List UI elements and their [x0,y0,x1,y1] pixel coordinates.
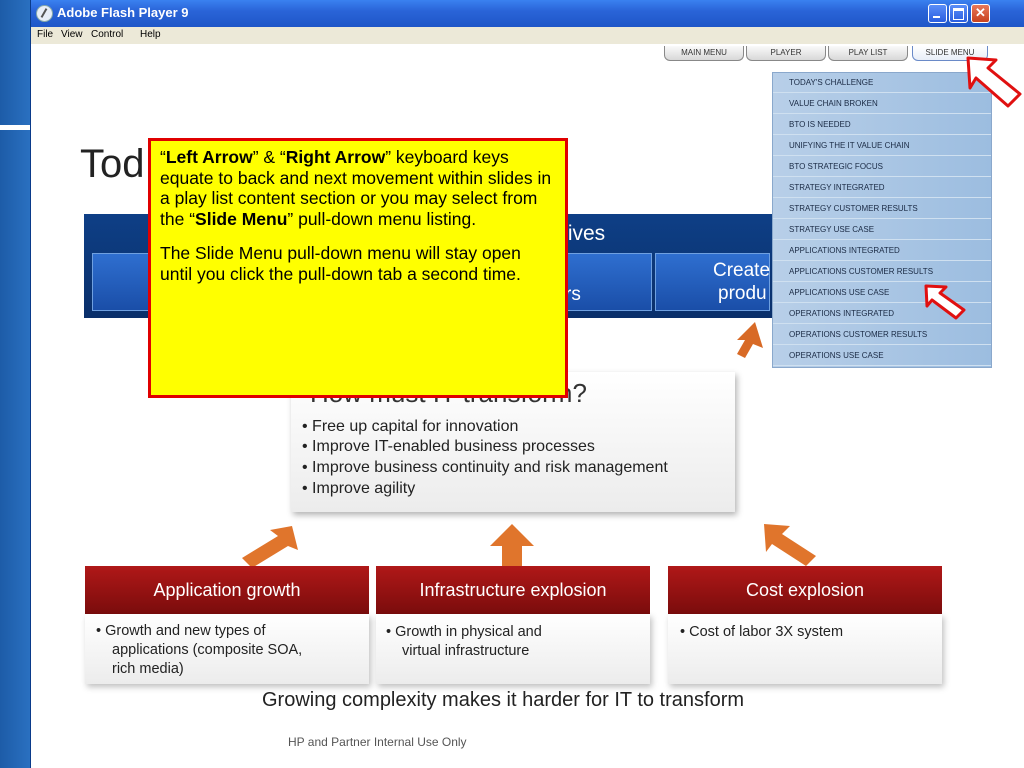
callout-text: ” & “ [252,147,286,167]
center-bullet: • Free up capital for innovation [302,418,519,435]
menu-file[interactable]: File [37,29,54,40]
callout-paragraph-2: The Slide Menu pull-down menu will stay … [160,243,521,284]
orange-arrow-left [242,526,298,568]
maximize-button[interactable] [949,4,968,23]
desktop-background [0,0,30,768]
pointer-arrow-slide-menu-icon [966,56,1022,108]
banner-box-c [655,253,770,311]
slide-menu-item[interactable]: UNIFYING THE IT VALUE CHAIN [773,136,991,156]
orange-arrow-top-right [737,322,763,358]
banner-box-b [560,253,652,311]
box-header-infrastructure-explosion: Infrastructure explosion [376,566,650,614]
slide-footer: HP and Partner Internal Use Only [288,735,467,749]
callout-right-arrow: Right Arrow [285,147,386,167]
tab-play-list[interactable]: PLAY LIST [828,46,908,61]
tab-player[interactable]: PLAYER [746,46,826,61]
box-infrastructure-explosion [376,614,650,684]
callout-text: ” keyboard keys equate to back and next … [160,147,552,229]
help-callout: “Left Arrow” & “Right Arrow” keyboard ke… [148,138,568,398]
menu-help[interactable]: Help [140,29,161,40]
slide-menu-item[interactable]: STRATEGY USE CASE [773,220,991,240]
callout-left-arrow: Left Arrow [165,147,253,167]
minimize-button[interactable] [928,4,947,23]
callout-slide-menu: Slide Menu [195,208,288,229]
box-text: applications (composite SOA, [112,642,303,658]
orange-arrow-right [764,524,816,566]
callout-text: ” pull-down menu listing. [287,208,477,229]
slide-caption: Growing complexity makes it harder for I… [262,689,745,711]
callout-paragraph-1: “Left Arrow” & “Right Arrow” keyboard ke… [160,147,557,229]
box-application-growth [85,614,369,684]
slide-menu-item[interactable]: VALUE CHAIN BROKEN [773,94,991,114]
slide-menu-item[interactable]: APPLICATIONS CUSTOMER RESULTS [773,262,991,282]
slide-menu-item[interactable]: STRATEGY CUSTOMER RESULTS [773,199,991,219]
close-button[interactable] [971,4,990,23]
desktop-accent-bar [0,125,30,130]
slide-menu-dropdown: TODAY'S CHALLENGE VALUE CHAIN BROKEN BTO… [772,72,992,368]
center-bullet: • Improve agility [302,480,416,497]
flash-player-icon [36,5,53,22]
title-bar[interactable]: Adobe Flash Player 9 [31,0,1024,27]
callout-text: “ [160,147,166,167]
slide-menu-item[interactable]: STRATEGY INTEGRATED [773,178,991,198]
box-cost-explosion [668,614,942,684]
banner-box-c-label-1: Create [713,260,771,281]
center-bullet: • Improve business continuity and risk m… [302,459,668,476]
slide-menu-item[interactable]: APPLICATIONS USE CASE [773,283,991,303]
slide-menu-item[interactable]: APPLICATIONS INTEGRATED [773,241,991,261]
slide-menu-item[interactable]: TODAY'S CHALLENGE [773,73,991,93]
slide-menu-item[interactable]: OPERATIONS INTEGRATED [773,304,991,324]
box-text: virtual infrastructure [402,643,530,659]
box-header-application-growth: Application growth [85,566,369,614]
slide-menu-item[interactable]: OPERATIONS CUSTOMER RESULTS [773,325,991,345]
orange-arrow-center [490,524,534,568]
slide-title: Tod [80,142,145,186]
menu-view[interactable]: View [61,29,83,40]
box-text: • Growth in physical and [386,624,542,640]
banner-box-c-label-2: produ [718,283,767,304]
tab-main-menu[interactable]: MAIN MENU [664,46,744,61]
banner-title: tives [562,222,606,245]
box-text: • Cost of labor 3X system [680,624,844,640]
center-bullet: • Improve IT-enabled business processes [302,438,595,455]
slide-menu-item[interactable]: BTO STRATEGIC FOCUS [773,157,991,177]
box-text: • Growth and new types of [96,623,266,639]
window-title: Adobe Flash Player 9 [57,5,189,20]
pointer-arrow-menu-item-icon [924,284,966,320]
banner-box-b-label: rs [565,284,581,305]
slide-menu-item[interactable]: BTO IS NEEDED [773,115,991,135]
slide-menu-item[interactable]: OPERATIONS USE CASE [773,346,991,366]
box-text: rich media) [112,661,184,677]
menu-bar: File View Control Help [31,27,1024,44]
menu-control[interactable]: Control [91,29,124,40]
box-header-cost-explosion: Cost explosion [668,566,942,614]
